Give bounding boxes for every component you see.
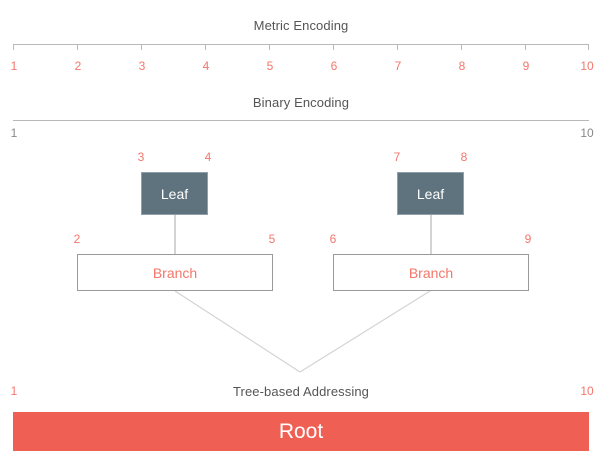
- metric-label-6: 6: [330, 59, 338, 73]
- tree-addressing-title: Tree-based Addressing: [232, 384, 370, 399]
- metric-label-10: 10: [580, 59, 594, 73]
- branch-node-right-label: Branch: [408, 264, 454, 281]
- branch-left-end-label: 5: [268, 232, 276, 246]
- metric-label-1: 1: [10, 59, 18, 73]
- root-node-label: Root: [278, 419, 324, 443]
- binary-axis-line: [13, 120, 589, 121]
- metric-tick-9: [525, 44, 526, 50]
- metric-tick-8: [461, 44, 462, 50]
- branch-node-left[interactable]: Branch: [77, 254, 273, 291]
- metric-label-8: 8: [458, 59, 466, 73]
- metric-label-7: 7: [394, 59, 402, 73]
- metric-label-5: 5: [266, 59, 274, 73]
- leaf-left-to-branch-connector: [174, 215, 176, 254]
- metric-axis-line: [13, 44, 589, 45]
- leaf-right-to-branch-connector: [430, 215, 432, 254]
- metric-tick-5: [269, 44, 270, 50]
- metric-tick-4: [205, 44, 206, 50]
- root-end-label: 10: [580, 384, 594, 398]
- branch-node-left-label: Branch: [152, 264, 198, 281]
- leaf-node-right-label: Leaf: [416, 185, 445, 202]
- binary-label-start: 1: [10, 126, 18, 140]
- branch-right-start-label: 6: [329, 232, 337, 246]
- leaf-right-end-label: 8: [460, 150, 468, 164]
- metric-tick-3: [141, 44, 142, 50]
- leaf-left-end-label: 4: [204, 150, 212, 164]
- branch-right-end-label: 9: [524, 232, 532, 246]
- root-node[interactable]: Root: [13, 412, 589, 451]
- metric-tick-10: [588, 44, 589, 50]
- metric-encoding-title: Metric Encoding: [253, 18, 349, 33]
- root-start-label: 1: [10, 384, 18, 398]
- leaf-node-left-label: Leaf: [160, 185, 189, 202]
- leaf-right-start-label: 7: [393, 150, 401, 164]
- metric-tick-2: [77, 44, 78, 50]
- metric-label-9: 9: [522, 59, 530, 73]
- metric-label-4: 4: [202, 59, 210, 73]
- leaf-left-start-label: 3: [137, 150, 145, 164]
- metric-tick-1: [13, 44, 14, 50]
- branch-left-start-label: 2: [73, 232, 81, 246]
- metric-label-3: 3: [138, 59, 146, 73]
- leaf-node-right[interactable]: Leaf: [397, 172, 464, 215]
- branch-node-right[interactable]: Branch: [333, 254, 529, 291]
- binary-label-end: 10: [580, 126, 594, 140]
- leaf-node-left[interactable]: Leaf: [141, 172, 208, 215]
- metric-tick-6: [333, 44, 334, 50]
- metric-label-2: 2: [74, 59, 82, 73]
- binary-encoding-title: Binary Encoding: [252, 95, 350, 110]
- metric-tick-7: [397, 44, 398, 50]
